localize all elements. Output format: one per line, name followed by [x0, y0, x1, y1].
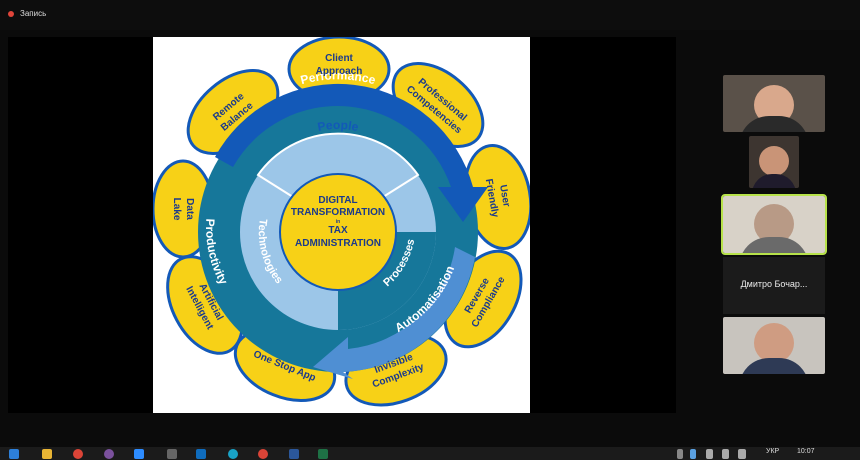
participant-video-2[interactable] [749, 136, 799, 188]
viber-icon[interactable] [104, 449, 114, 459]
tray-chevron-icon[interactable] [677, 449, 683, 459]
center-line-2: TRANSFORMATION [291, 207, 385, 218]
chrome-icon-2[interactable] [258, 449, 268, 459]
zoom-icon[interactable] [134, 449, 144, 459]
processes-segment [338, 232, 436, 330]
participant-video-1[interactable] [723, 75, 825, 132]
recording-indicator: Запись [8, 9, 46, 18]
windows-taskbar [0, 447, 860, 460]
client-approach-line-1: Client [325, 53, 353, 64]
keyboard-language[interactable]: УКР [766, 448, 780, 455]
center-line-5: ADMINISTRATION [295, 238, 381, 249]
digital-transformation-diagram: DIGITAL TRANSFORMATION in TAX ADMINISTRA… [153, 37, 530, 407]
people-text: People [316, 118, 360, 134]
excel-icon[interactable] [318, 449, 328, 459]
participant-body [752, 174, 796, 188]
center-line-1: DIGITAL [318, 195, 357, 206]
file-explorer-icon[interactable] [42, 449, 52, 459]
volume-icon[interactable] [722, 449, 729, 459]
data-lake-line-2: Lake [171, 198, 182, 221]
taskbar-clock[interactable]: 10:07 [797, 448, 815, 455]
performance-text: Performance [299, 68, 377, 87]
center-circle [279, 173, 397, 291]
automatisation-arrow [313, 247, 475, 379]
outlook-icon[interactable] [196, 449, 206, 459]
windows-start-icon[interactable] [9, 449, 19, 459]
edge-icon[interactable] [228, 449, 238, 459]
people-label: People [316, 118, 360, 134]
participant-face [759, 146, 789, 176]
performance-arrow [215, 83, 488, 222]
participant-video-4[interactable] [723, 317, 825, 374]
participant-face [754, 323, 794, 363]
meeting-top-bar: Запись [0, 0, 860, 30]
chrome-icon[interactable] [73, 449, 83, 459]
participant-video-3-speaking[interactable] [721, 194, 827, 255]
word-icon[interactable] [289, 449, 299, 459]
app-icon[interactable] [167, 449, 177, 459]
tray-app-icon[interactable] [690, 449, 696, 459]
recording-label: Запись [20, 9, 47, 18]
performance-label: Performance [299, 68, 377, 87]
participant-body [739, 358, 809, 374]
center-line-4: TAX [328, 225, 348, 236]
presentation-slide: DIGITAL TRANSFORMATION in TAX ADMINISTRA… [153, 37, 530, 413]
participant-name: Дмитро Бочар... [740, 279, 808, 289]
battery-icon[interactable] [738, 449, 746, 459]
participant-body [739, 237, 809, 253]
data-lake-line-1: Data [184, 198, 195, 220]
participant-name-tile[interactable]: Дмитро Бочар... [723, 257, 825, 314]
user-friendly-line-1: User [497, 184, 512, 208]
participant-body [739, 116, 809, 132]
client-approach-line-2: Approach [316, 66, 363, 77]
center-line-3: in [336, 219, 340, 225]
record-dot-icon [8, 10, 14, 17]
network-icon[interactable] [706, 449, 713, 459]
